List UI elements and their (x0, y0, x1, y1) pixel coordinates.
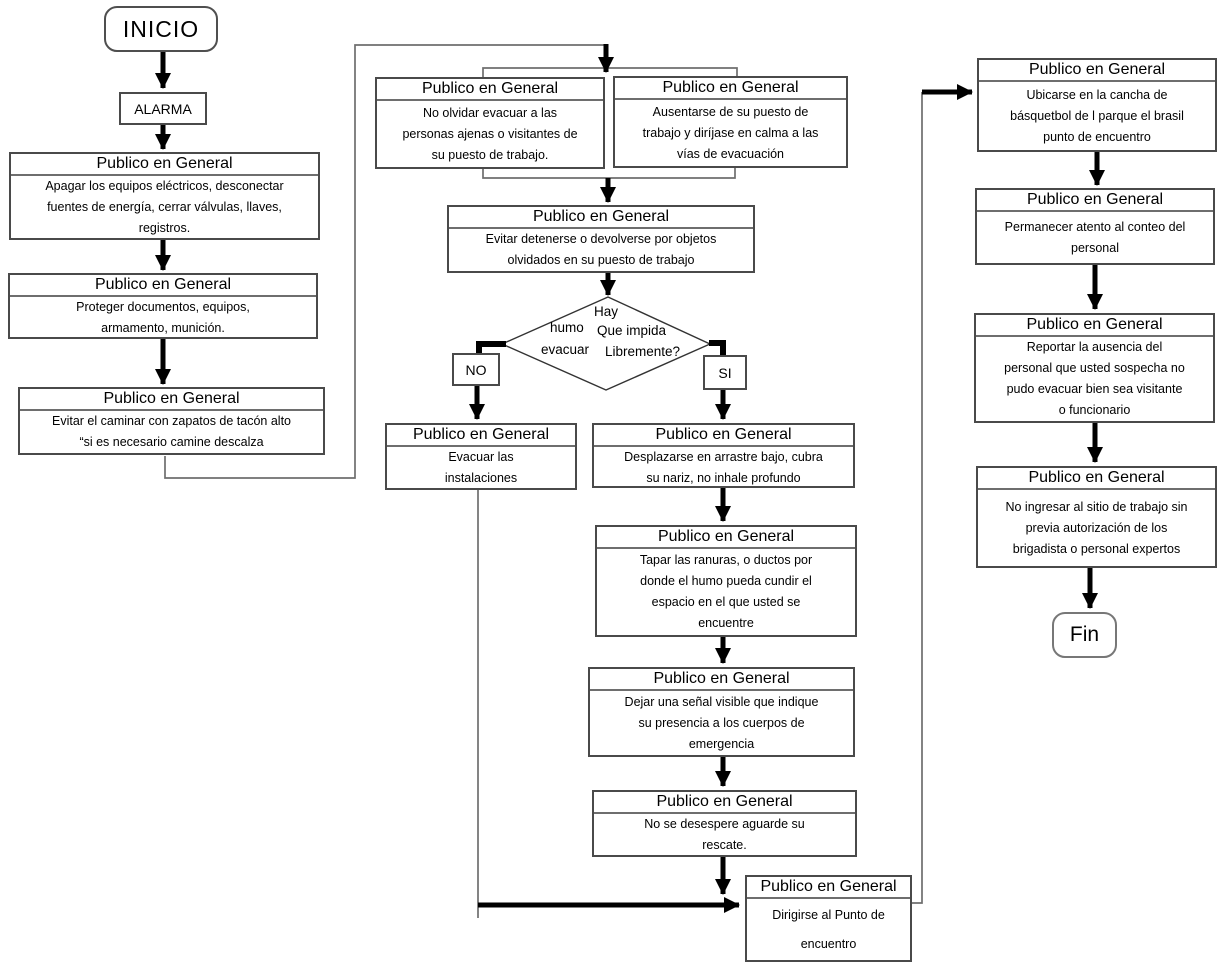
process-tapar-header: Publico en General (597, 527, 855, 549)
process-evacuar: Publico en General Evacuar las instalaci… (385, 423, 577, 490)
process-dirigirse-body: Dirigirse al Punto de encuentro (772, 907, 885, 951)
decision-word-libremente: Libremente? (605, 344, 681, 359)
process-no-desespere: Publico en General No se desespere aguar… (592, 790, 857, 857)
process-ubicarse-header: Publico en General (979, 60, 1215, 82)
decision-no-label: NO (465, 361, 487, 378)
process-apagar-body: Apagar los equipos eléctricos, desconect… (45, 179, 284, 235)
process-no-desespere-body: No se desespere aguarde su rescate. (644, 817, 805, 852)
process-proteger-body: Proteger documentos, equipos, armamento,… (76, 300, 250, 335)
alarma-label: ALARMA (134, 100, 192, 117)
process-dirigirse: Publico en General Dirigirse al Punto de… (745, 875, 912, 962)
terminator-inicio: INICIO (104, 6, 218, 52)
process-tapar: Publico en General Tapar las ranuras, o … (595, 525, 857, 637)
stub-si (709, 340, 726, 355)
process-dejar: Publico en General Dejar una señal visib… (588, 667, 855, 757)
process-no-olvidar-body: No olvidar evacuar a las personas ajenas… (402, 105, 578, 162)
process-desplazarse-header: Publico en General (594, 425, 853, 447)
process-dejar-header: Publico en General (590, 669, 853, 691)
process-no-desespere-header: Publico en General (594, 792, 855, 814)
process-ubicarse-body: Ubicarse en la cancha de básquetbol de l… (1010, 87, 1184, 144)
process-evacuar-body: Evacuar las instalaciones (444, 450, 518, 485)
terminator-fin: Fin (1052, 612, 1117, 658)
process-no-olvidar-header: Publico en General (377, 79, 603, 101)
decision-diamond (500, 296, 712, 391)
connector-left-column-to-middle (164, 44, 605, 479)
stub-no (476, 341, 506, 353)
process-reportar-header: Publico en General (976, 315, 1213, 337)
process-dirigirse-header: Publico en General (747, 877, 910, 899)
decision-si-label: SI (718, 364, 732, 381)
connector-dirigirse-to-right-column (912, 92, 923, 904)
process-dejar-body: Dejar una señal visible que indique su p… (624, 694, 819, 751)
process-reportar: Publico en General Reportar la ausencia … (974, 313, 1215, 423)
process-apagar: Publico en General Apagar los equipos el… (9, 152, 320, 240)
terminator-inicio-label: INICIO (122, 15, 200, 42)
decision-si-box: SI (703, 355, 747, 390)
process-evitar-detenerse-header: Publico en General (449, 207, 753, 229)
process-evitar-tacon: Publico en General Evitar el caminar con… (18, 387, 325, 455)
process-no-ingresar-header: Publico en General (978, 468, 1215, 490)
decision-word-evacuar: evacuar (541, 342, 590, 357)
process-no-ingresar: Publico en General No ingresar al sitio … (976, 466, 1217, 568)
process-evitar-tacon-body: Evitar el caminar con zapatos de tacón a… (51, 414, 292, 449)
process-no-ingresar-body: No ingresar al sitio de trabajo sin prev… (1005, 499, 1188, 556)
process-permanecer: Publico en General Permanecer atento al … (975, 188, 1215, 265)
process-proteger-header: Publico en General (10, 275, 316, 297)
process-evitar-detenerse: Publico en General Evitar detenerse o de… (447, 205, 755, 273)
process-ubicarse: Publico en General Ubicarse en la cancha… (977, 58, 1217, 152)
terminator-fin-label: Fin (1069, 623, 1100, 646)
decision-no-box: NO (452, 353, 500, 386)
process-proteger: Publico en General Proteger documentos, … (8, 273, 318, 339)
process-tapar-body: Tapar las ranuras, o ductos por donde el… (639, 553, 813, 630)
process-permanecer-body: Permanecer atento al conteo del personal (1004, 219, 1186, 255)
decision-word-que-impida: Que impida (597, 323, 667, 338)
process-ausentarse-body: Ausentarse de su puesto de trabajo y dir… (642, 104, 819, 161)
alarma-box: ALARMA (119, 92, 207, 125)
process-ausentarse: Publico en General Ausentarse de su pues… (613, 76, 848, 168)
diamond-stubs (476, 340, 726, 355)
process-evitar-detenerse-body: Evitar detenerse o devolverse por objeto… (485, 232, 717, 267)
process-desplazarse: Publico en General Desplazarse en arrast… (592, 423, 855, 488)
process-no-olvidar: Publico en General No olvidar evacuar a … (375, 77, 605, 169)
process-desplazarse-body: Desplazarse en arrastre bajo, cubra su n… (624, 450, 823, 485)
decision-word-hay: Hay (594, 304, 619, 319)
process-evitar-tacon-header: Publico en General (20, 389, 323, 411)
process-ausentarse-header: Publico en General (615, 78, 846, 100)
bracket-bottom (482, 168, 736, 179)
decision-word-humo: humo (550, 320, 584, 335)
process-permanecer-header: Publico en General (977, 190, 1213, 212)
thick-arrows (155, 44, 1106, 913)
process-evacuar-header: Publico en General (387, 425, 575, 447)
process-apagar-header: Publico en General (11, 154, 318, 176)
thin-connectors (164, 44, 923, 918)
process-reportar-body: Reportar la ausencia del personal que us… (1004, 340, 1185, 417)
